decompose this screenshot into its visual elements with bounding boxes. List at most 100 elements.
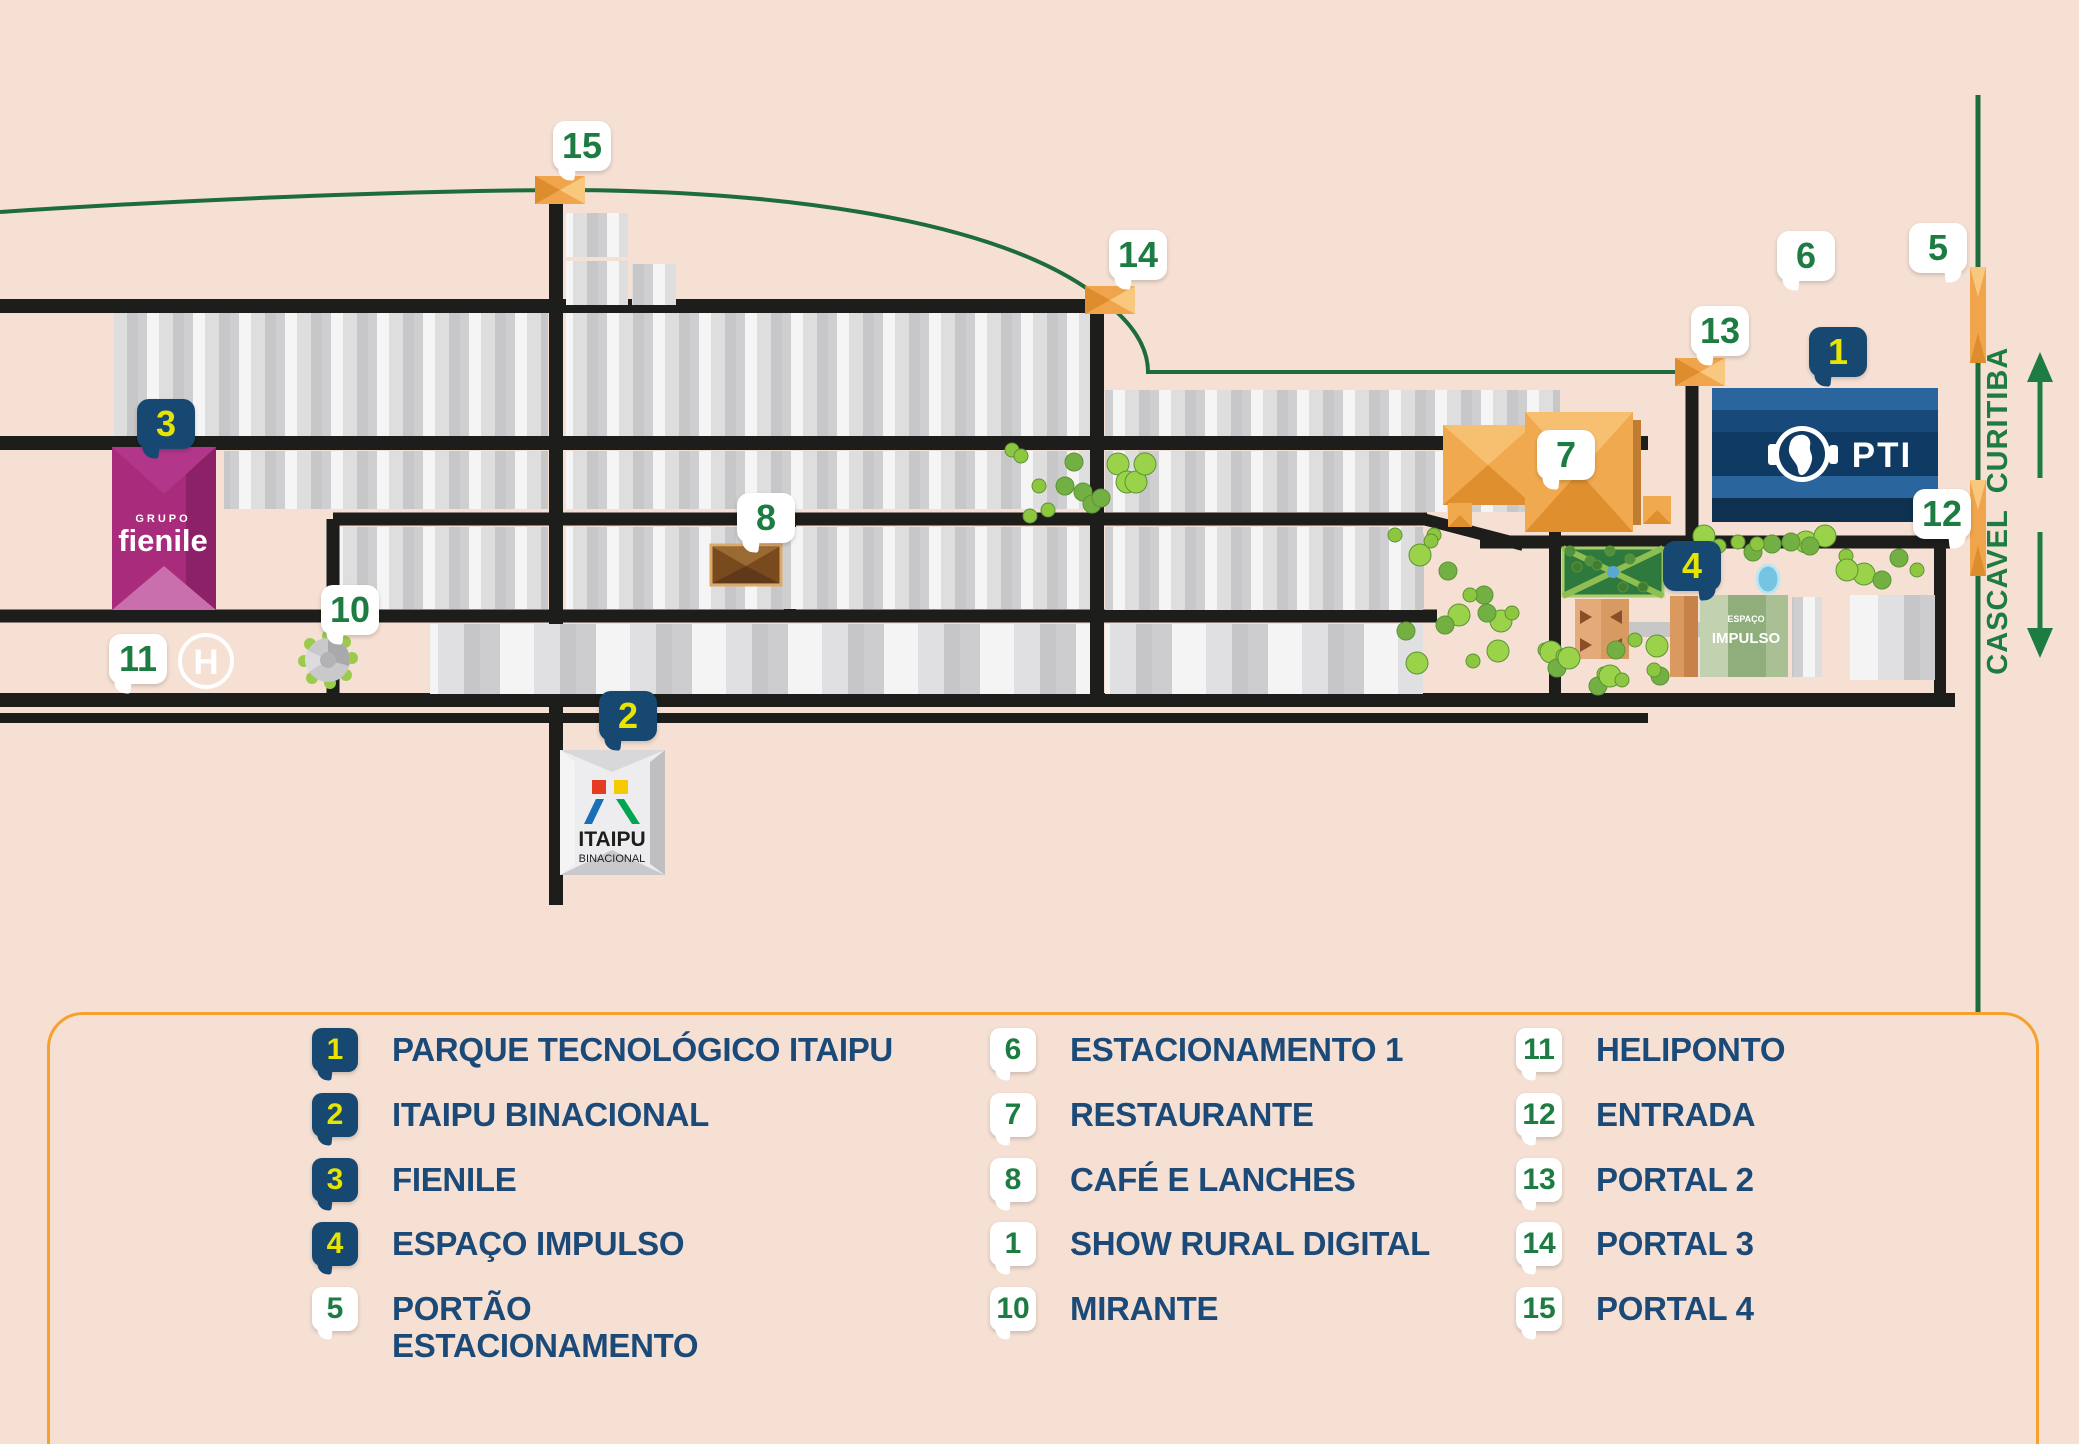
legend-label: ESPAÇO IMPULSO (392, 1225, 685, 1262)
tree-icon (1730, 534, 1746, 550)
tree-icon (1692, 524, 1716, 548)
legend-item-12-2: 12 ENTRADA (1516, 1093, 1756, 1137)
legend-number: 6 (1004, 1033, 1022, 1066)
tree-icon (1396, 621, 1416, 641)
pti-logo: PTI (1852, 436, 1912, 475)
tree-icon (1606, 640, 1626, 660)
itaipu-logo-text: ITAIPU (578, 828, 645, 851)
legend-marker-icon: 10 (990, 1287, 1036, 1331)
tree-icon (1462, 587, 1478, 603)
legend-marker-icon: 11 (1516, 1028, 1562, 1072)
legend-number: 1 (326, 1033, 344, 1066)
tree-icon (1040, 502, 1056, 518)
legend-label: PORTAL 2 (1596, 1161, 1754, 1198)
legend-number: 3 (326, 1163, 344, 1196)
legend-marker-icon: 1 (312, 1028, 358, 1072)
legend-marker-icon: 6 (990, 1028, 1036, 1072)
legend-number: 10 (996, 1292, 1030, 1325)
legend-number: 14 (1522, 1227, 1556, 1260)
legend-number: 13 (1522, 1163, 1556, 1196)
tree-icon (1408, 543, 1432, 567)
portal-3-gate (1085, 286, 1135, 314)
tree-icon (1627, 632, 1643, 648)
fienile-grupo-label: GRUPO (135, 513, 190, 525)
pavilion-blocks (114, 213, 1935, 694)
legend-number: 8 (1004, 1163, 1022, 1196)
cafe-building (709, 543, 783, 587)
legend-item-10-1: 10 MIRANTE (990, 1287, 1219, 1331)
legend-marker-icon: 8 (990, 1158, 1036, 1202)
legend-label: HELIPONTO (1596, 1031, 1786, 1068)
tree-icon (1557, 646, 1581, 670)
legend-marker-icon: 4 (312, 1222, 358, 1266)
legend-label: RESTAURANTE (1070, 1096, 1314, 1133)
tree-icon (1645, 634, 1669, 658)
legend-label: PORTÃO ESTACIONAMENTO (392, 1290, 699, 1364)
tree-icon (1564, 545, 1576, 557)
tree-icon (1504, 605, 1520, 621)
cascavel-arrow-icon (2027, 532, 2053, 658)
tree-icon (1889, 548, 1909, 568)
itaipu-logo-icon (584, 780, 640, 824)
tree-icon (1477, 603, 1497, 623)
tree-icon (1835, 558, 1859, 582)
tree-icon (1091, 488, 1111, 508)
legend-number: 15 (1522, 1292, 1556, 1325)
legend-item-6-1: 6 ESTACIONAMENTO 1 (990, 1028, 1403, 1072)
tree-icon (1591, 559, 1603, 571)
legend-marker-icon: 2 (312, 1093, 358, 1137)
cascavel-label: CASCAVEL (1982, 509, 2014, 674)
restaurant-building (1443, 412, 1671, 532)
legend-number: 1 (1004, 1227, 1022, 1260)
legend-label: MIRANTE (1070, 1290, 1219, 1327)
tree-icon (1637, 581, 1649, 593)
legend-item-3-0: 3 FIENILE (312, 1158, 517, 1202)
tree-icon (1387, 527, 1403, 543)
legend-label: ENTRADA (1596, 1096, 1756, 1133)
gates-layer (535, 176, 1986, 576)
tree-icon (1624, 553, 1636, 565)
helipad-h-label: H (193, 643, 218, 682)
legend-marker-icon: 1 (990, 1222, 1036, 1266)
legend-item-11-2: 11 HELIPONTO (1516, 1028, 1786, 1072)
pti-building: PTI (1712, 388, 1938, 522)
tree-icon (1013, 448, 1029, 464)
portal-2-gate (1675, 358, 1725, 386)
legend-item-7-1: 7 RESTAURANTE (990, 1093, 1314, 1137)
tree-icon (1465, 653, 1481, 669)
legend-marker-icon: 3 (312, 1158, 358, 1202)
legend-marker-icon: 7 (990, 1093, 1036, 1137)
tree-icon (1781, 532, 1801, 552)
legend-marker-icon: 14 (1516, 1222, 1562, 1266)
legend-label: SHOW RURAL DIGITAL (1070, 1225, 1431, 1262)
fienile-building: GRUPO fienile (112, 447, 216, 610)
legend-item-8-1: 8 CAFÉ E LANCHES (990, 1158, 1356, 1202)
tree-icon (1031, 478, 1047, 494)
legend-marker-icon: 15 (1516, 1287, 1562, 1331)
legend-number: 7 (1004, 1098, 1022, 1131)
legend-label: PORTAL 4 (1596, 1290, 1754, 1327)
tree-icon (1133, 452, 1157, 476)
itaipu-binacional-text: BINACIONAL (579, 853, 646, 865)
legend-item-1-0: 1 PARQUE TECNOLÓGICO ITAIPU (312, 1028, 893, 1072)
curitiba-label: CURITIBA (1982, 347, 2014, 494)
legend-item-5-0: 5 PORTÃO ESTACIONAMENTO (312, 1287, 699, 1364)
tree-icon (1486, 639, 1510, 663)
mirante-structure (298, 630, 358, 689)
espaco-impulso-building: ESPAÇO IMPULSO (1670, 595, 1788, 677)
tree-icon (1055, 476, 1075, 496)
legend-marker-icon: 12 (1516, 1093, 1562, 1137)
tree-icon (1405, 651, 1429, 675)
legend-label: PORTAL 3 (1596, 1225, 1754, 1262)
tree-icon (1617, 581, 1629, 593)
tree-icon (1604, 545, 1616, 557)
legend-label: PARQUE TECNOLÓGICO ITAIPU (392, 1031, 893, 1068)
tree-icon (1438, 561, 1458, 581)
tree-clusters (1004, 442, 1925, 696)
tree-icon (1749, 536, 1765, 552)
tree-icon (1762, 534, 1782, 554)
legend-marker-icon: 13 (1516, 1158, 1562, 1202)
fienile-logo: fienile (118, 523, 208, 558)
pond (1755, 563, 1781, 595)
